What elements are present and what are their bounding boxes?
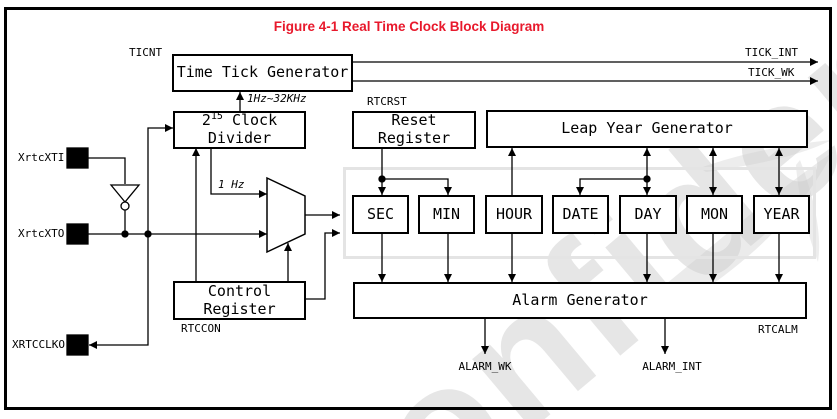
pad-xrtcxto <box>66 223 89 245</box>
register-label: SEC <box>366 204 395 223</box>
register-day: DAY <box>619 195 677 234</box>
block-label: Reset <box>391 111 437 130</box>
inverter-bubble-icon <box>120 201 130 211</box>
signal-rtcalm: RTCALM <box>758 323 798 336</box>
block-clock-divider: 215 Clock Divider <box>173 111 306 149</box>
pad-xrtcxti <box>66 147 89 169</box>
register-hour: HOUR <box>485 195 543 234</box>
signal-freq-range: 1Hz~32KHz <box>247 92 307 105</box>
block-control-register: Control Register <box>173 281 306 320</box>
block-label: 215 Clock <box>201 111 278 130</box>
register-year: YEAR <box>753 195 810 234</box>
wire-xrtcxti-to-inverter <box>88 157 126 184</box>
block-label: Control <box>207 281 272 300</box>
register-mon: MON <box>686 195 743 234</box>
signal-xrtcxto: XrtcXTO <box>18 227 65 240</box>
register-label: MIN <box>432 204 461 223</box>
register-sec: SEC <box>352 195 409 234</box>
junction-dot <box>144 230 152 238</box>
register-group-container <box>343 167 816 259</box>
junction-dot <box>121 230 129 238</box>
block-label: Time Tick Generator <box>176 63 349 82</box>
signal-xrtcxti: XrtcXTI <box>18 151 65 164</box>
register-label: HOUR <box>495 204 533 223</box>
wire-day-branch-date <box>576 178 647 195</box>
block-label: Register <box>377 129 451 147</box>
signal-one-hz: 1 Hz <box>218 178 245 191</box>
wire-xto-to-xrtcclko <box>89 234 149 349</box>
wire-reset-to-min <box>382 178 452 195</box>
mux-icon <box>266 176 306 254</box>
pad-xrtcclko <box>66 334 89 356</box>
block-time-tick-generator: Time Tick Generator <box>172 54 353 92</box>
wire-xto-to-divider-left <box>147 124 173 234</box>
block-leap-year-generator: Leap Year Generator <box>486 110 808 148</box>
register-label: DATE <box>562 204 599 223</box>
signal-xrtcclko: XRTCCLKO <box>12 338 65 351</box>
register-label: DAY <box>634 204 662 223</box>
block-label: Register <box>203 299 276 318</box>
block-label: Leap Year Generator <box>561 119 733 138</box>
wire-ctrl-output <box>306 229 340 300</box>
block-label: Alarm Generator <box>512 290 648 309</box>
signal-alarm-int: ALARM_INT <box>642 360 702 373</box>
block-alarm-generator: Alarm Generator <box>353 282 807 319</box>
register-date: DATE <box>552 195 609 234</box>
register-label: YEAR <box>763 204 800 223</box>
junction-dot <box>378 175 386 183</box>
wire-1hz-to-mux <box>210 148 267 198</box>
figure-title: Figure 4-1 Real Time Clock Block Diagram <box>273 19 545 34</box>
signal-tick-wk: TICK_WK <box>748 66 795 79</box>
signal-rtccon: RTCCON <box>181 322 221 335</box>
block-reset-register: Reset Register <box>352 111 476 149</box>
signal-ticnt: TICNT <box>129 46 163 59</box>
junction-dot <box>643 175 651 183</box>
register-min: MIN <box>418 195 475 234</box>
block-label: Divider <box>207 129 272 147</box>
signal-alarm-wk: ALARM_WK <box>458 360 512 373</box>
signal-rtcrst: RTCRST <box>367 95 407 108</box>
inverter-icon <box>109 184 141 204</box>
signal-tick-int: TICK_INT <box>745 46 798 59</box>
register-label: MON <box>700 204 729 223</box>
